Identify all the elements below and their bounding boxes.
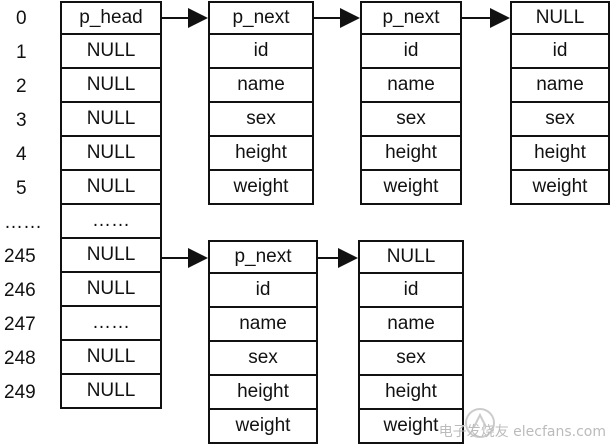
- index-label: 2: [16, 76, 27, 97]
- table-cell: NULL: [60, 35, 162, 69]
- node-a3-cell: NULL: [510, 1, 610, 35]
- node-a1-cell: height: [208, 137, 314, 171]
- node-a2-cell: sex: [360, 103, 462, 137]
- node-a1-cell: p_next: [208, 1, 314, 35]
- node-b1-cell: height: [208, 376, 318, 410]
- node-a2-cell: id: [360, 35, 462, 69]
- table-cell: NULL: [60, 69, 162, 103]
- index-label: 249: [4, 382, 36, 403]
- index-label: 3: [16, 110, 27, 131]
- index-label: 1: [16, 42, 27, 63]
- node-a1-cell: id: [208, 35, 314, 69]
- index-label: 4: [16, 144, 27, 165]
- index-label: 246: [4, 280, 36, 301]
- index-label: 248: [4, 348, 36, 369]
- table-cell: ……: [60, 307, 162, 341]
- table-cell: NULL: [60, 375, 162, 409]
- index-label: 247: [4, 314, 36, 335]
- node-a1-cell: sex: [208, 103, 314, 137]
- table-cell: NULL: [60, 171, 162, 205]
- node-a2-cell: height: [360, 137, 462, 171]
- table-cell: ……: [60, 205, 162, 239]
- node-a2-cell: weight: [360, 171, 462, 205]
- node-a3-cell: sex: [510, 103, 610, 137]
- node-a3-cell: height: [510, 137, 610, 171]
- node-a3-cell: name: [510, 69, 610, 103]
- node-a2-cell: name: [360, 69, 462, 103]
- node-b1-cell: weight: [208, 410, 318, 444]
- node-b2-cell: id: [358, 274, 464, 308]
- node-b2-cell: name: [358, 308, 464, 342]
- node-b2-cell: NULL: [358, 240, 464, 274]
- node-a1-cell: weight: [208, 171, 314, 205]
- node-a2-cell: p_next: [360, 1, 462, 35]
- node-b2-cell: height: [358, 376, 464, 410]
- node-a1-cell: name: [208, 69, 314, 103]
- table-cell: NULL: [60, 103, 162, 137]
- watermark-text: 电子发烧友 elecfans.com: [438, 424, 606, 440]
- node-b1-cell: sex: [208, 342, 318, 376]
- table-cell: NULL: [60, 137, 162, 171]
- node-b2-cell: weight: [358, 410, 464, 444]
- node-a3-cell: weight: [510, 171, 610, 205]
- index-label: 245: [4, 246, 36, 267]
- node-b2-cell: sex: [358, 342, 464, 376]
- node-b1-cell: name: [208, 308, 318, 342]
- table-cell: p_head: [60, 1, 162, 35]
- node-b1-cell: p_next: [208, 240, 318, 274]
- watermark-logo-icon: [465, 408, 495, 438]
- index-label: 5: [16, 178, 27, 199]
- node-b1-cell: id: [208, 274, 318, 308]
- table-cell: NULL: [60, 341, 162, 375]
- table-cell: NULL: [60, 273, 162, 307]
- index-label: 0: [16, 8, 27, 29]
- node-a3-cell: id: [510, 35, 610, 69]
- index-label: ……: [4, 212, 42, 233]
- table-cell: NULL: [60, 239, 162, 273]
